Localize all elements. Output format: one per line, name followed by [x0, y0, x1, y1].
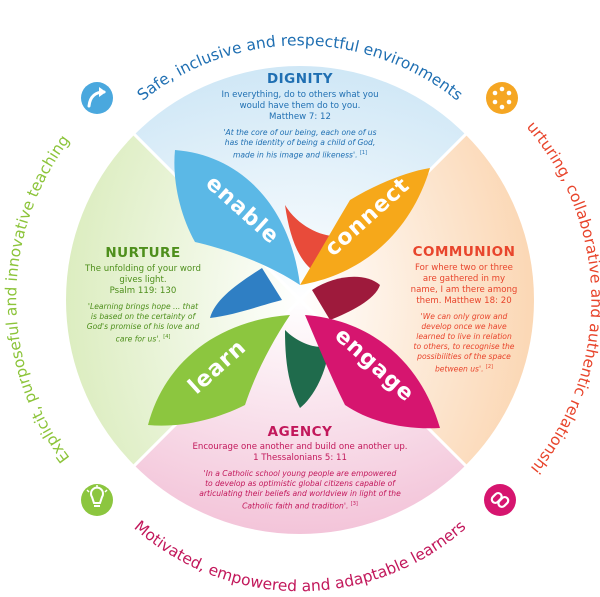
verse-line: In everything, do to others what you	[221, 90, 379, 100]
verse-line: name, I am there among	[410, 285, 518, 295]
nurture-heading: NURTURE	[105, 245, 181, 261]
communion-quadrant	[300, 133, 536, 467]
verse-line: Matthew 7: 12	[269, 112, 331, 122]
verse-line: them. Matthew 18: 20	[416, 296, 512, 306]
petal-learn	[148, 315, 290, 426]
quote-line: made in his image and likeness'.	[232, 150, 358, 160]
nurture-quadrant	[64, 133, 300, 467]
verse-line: Encourage one another and build one anot…	[192, 442, 408, 452]
reference-marker: [3]	[350, 501, 358, 507]
reference-marker: [4]	[163, 334, 171, 340]
petal-flap-blue	[210, 268, 282, 318]
petal-enable	[174, 150, 300, 285]
nurture-panel: NURTURE The unfolding of your word gives…	[78, 245, 208, 345]
quote-line: to develop as optimistic global citizens…	[205, 479, 395, 488]
agency-heading: AGENCY	[267, 424, 333, 440]
petal-group	[148, 150, 440, 429]
verse-line: gives light.	[119, 275, 167, 285]
agency-quadrant	[133, 300, 467, 536]
verse-line: The unfolding of your word	[85, 264, 201, 274]
agency-quote: 'In a Catholic school young people are e…	[175, 469, 425, 512]
dignity-verse: In everything, do to others what you wou…	[200, 90, 400, 123]
petal-flap-maroon	[312, 276, 380, 320]
quote-line: learned to live in relation	[416, 332, 512, 341]
dignity-heading: DIGNITY	[266, 71, 334, 87]
quote-line: Catholic faith and tradition'.	[242, 501, 349, 511]
lightbulb-icon	[81, 484, 113, 516]
dignity-quadrant	[133, 64, 467, 300]
quote-line: possibilities of the space	[417, 352, 511, 361]
verse-line: are gathered in my	[422, 274, 506, 284]
link-chain-icon	[484, 484, 516, 516]
reference-marker: [2]	[485, 364, 494, 370]
quote-line: between us'.	[434, 364, 484, 374]
quote-line: is based on the certainty of	[90, 312, 196, 321]
quote-line: God's promise of his love and	[86, 322, 200, 331]
agency-verse: Encourage one another and build one anot…	[175, 442, 425, 464]
verse-line: would have them do to you.	[239, 101, 361, 111]
quote-line: has the identity of being a child of God…	[224, 138, 376, 147]
communion-verse: For where two or three are gathered in m…	[398, 263, 530, 307]
dots-ring-icon	[486, 82, 518, 114]
petal-engage	[305, 315, 440, 429]
communion-panel: COMMUNION For where two or three are gat…	[398, 244, 530, 375]
nurture-quote: 'Learning brings hope ... that is based …	[78, 302, 208, 345]
communion-quote: 'We can only grow and develop once we ha…	[398, 312, 530, 375]
petal-flap-green	[285, 330, 330, 408]
quote-line: 'At the core of our being, each one of u…	[223, 128, 377, 137]
dignity-quote: 'At the core of our being, each one of u…	[200, 128, 400, 161]
quote-line: articulating their beliefs and worldview…	[199, 489, 401, 498]
nurture-verse: The unfolding of your word gives light. …	[78, 264, 208, 297]
quote-line: develop once we have	[421, 322, 507, 331]
quote-line: 'Learning brings hope ... that	[87, 302, 199, 311]
petal-connect	[300, 168, 430, 285]
verse-line: For where two or three	[415, 263, 513, 273]
verse-line: 1 Thessalonians 5: 11	[253, 453, 347, 463]
agency-panel: AGENCY Encourage one another and build o…	[175, 424, 425, 512]
verse-line: Psalm 119: 130	[109, 286, 177, 296]
reference-marker: [1]	[359, 150, 368, 156]
quote-line: 'In a Catholic school young people are e…	[203, 469, 397, 478]
outer-label-left: Explicit, purposeful and innovative teac…	[2, 132, 73, 467]
communion-heading: COMMUNION	[412, 244, 516, 260]
dignity-panel: DIGNITY In everything, do to others what…	[200, 71, 400, 161]
quote-line: 'We can only grow and	[420, 312, 508, 321]
quote-line: to others, to recognise the	[413, 342, 515, 351]
arrow-circle-icon	[81, 82, 113, 114]
quote-line: care for us'.	[115, 334, 161, 344]
